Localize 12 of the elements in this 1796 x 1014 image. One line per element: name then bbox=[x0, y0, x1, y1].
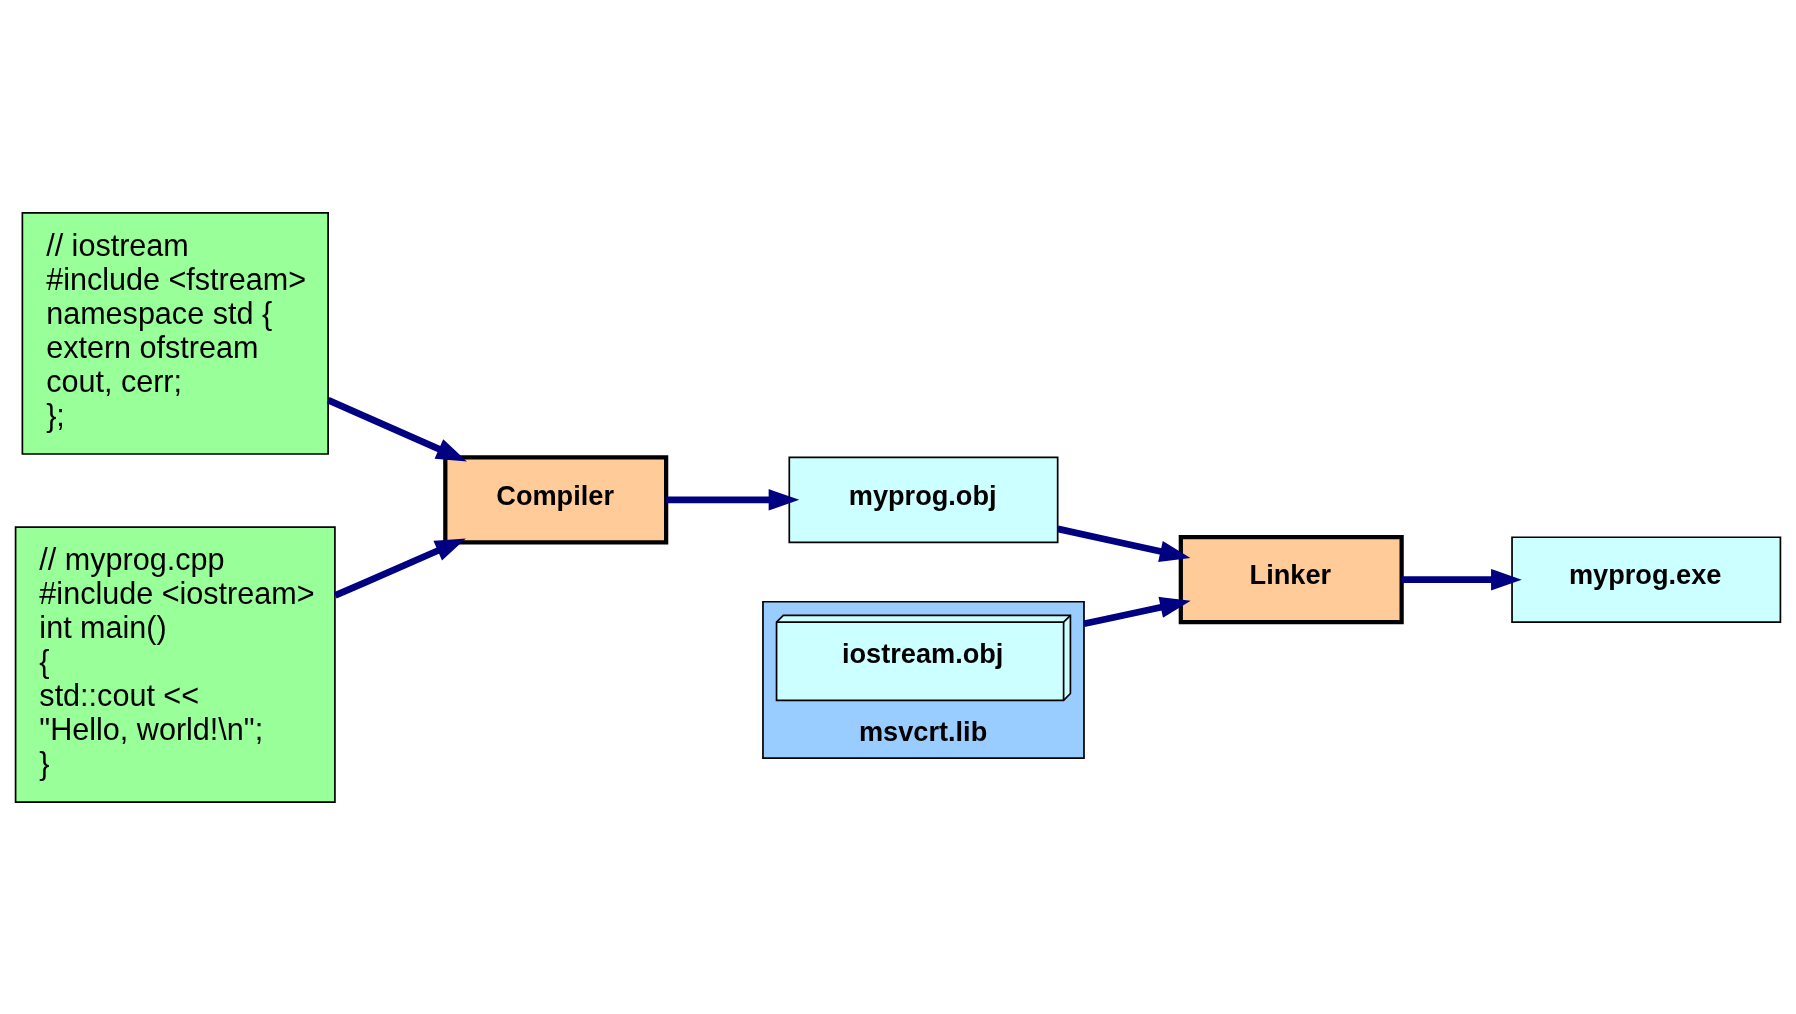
arrow bbox=[1057, 525, 1191, 562]
arrow bbox=[1083, 596, 1191, 627]
arrow bbox=[666, 488, 800, 511]
node-box: myprog.exe bbox=[1511, 535, 1782, 623]
arrow bbox=[326, 396, 467, 461]
arrow bbox=[333, 537, 466, 599]
node-box: // iostream #include <fstream> namespace std { extern ofstream cout, cerr; }; bbox=[21, 211, 329, 455]
node-box: myprog.obj bbox=[788, 456, 1059, 543]
node-box: Compiler bbox=[443, 454, 669, 544]
arrow bbox=[1401, 568, 1522, 590]
node-box: Linker bbox=[1178, 534, 1404, 624]
node-box: // myprog.cpp #include <iostream> int main() { std::cout << "Hello, world!\n"; } bbox=[14, 525, 336, 803]
